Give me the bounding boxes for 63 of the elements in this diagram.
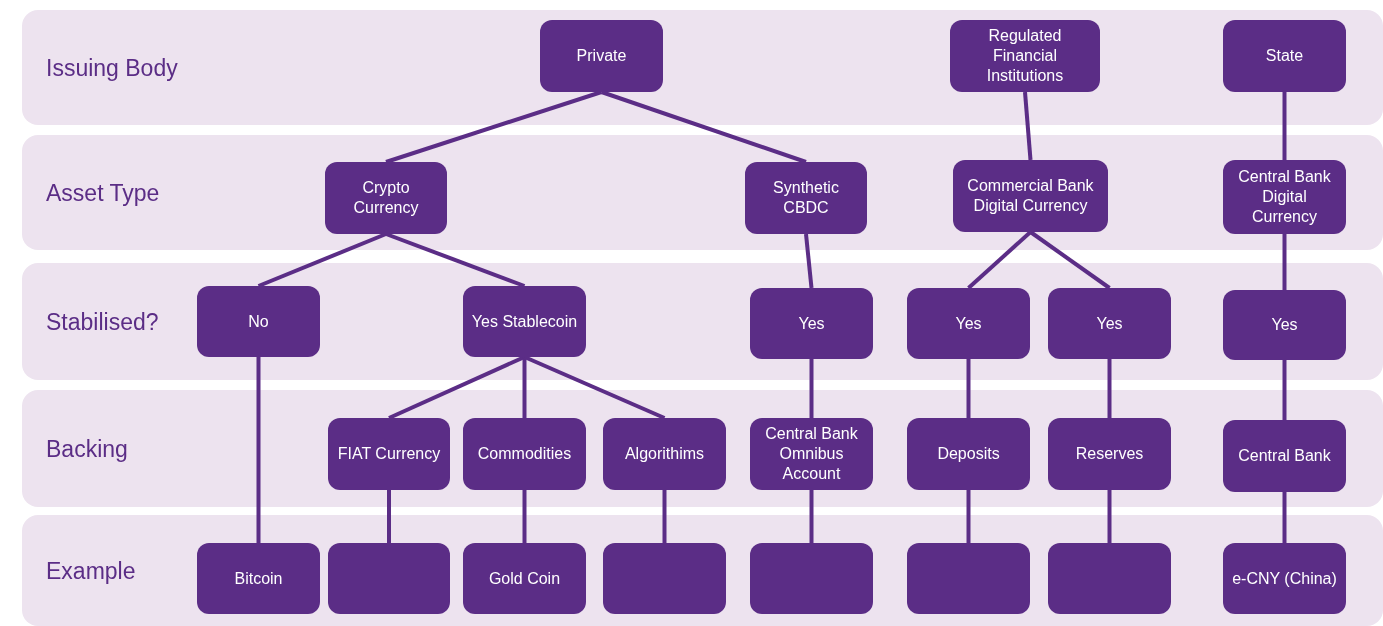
connector-line [966,490,971,543]
row-band [22,10,1383,125]
category-box: Commodities [463,418,586,490]
row-label: Example [46,556,136,586]
category-box: Commercial Bank Digital Currency [953,160,1108,232]
connector-line [966,359,971,418]
connector-line [1023,91,1033,161]
category-box [603,543,726,614]
connector-line [385,90,603,164]
category-box: Crypto Currency [325,162,447,234]
connector-line [809,359,814,418]
category-box: Reserves [1048,418,1171,490]
connector-line [1029,230,1111,290]
row-band [22,135,1383,250]
connector-line [522,490,527,543]
category-box: FIAT Currency [328,418,450,490]
connector-line [804,233,814,289]
connector-line [257,232,387,288]
row-band [22,390,1383,507]
row-label: Issuing Body [46,53,178,83]
category-box [328,543,450,614]
connector-line [523,355,666,420]
category-box: Bitcoin [197,543,320,614]
connector-line [1282,92,1287,160]
connector-line [1282,360,1287,420]
category-box: State [1223,20,1346,92]
category-box: Deposits [907,418,1030,490]
category-box: No [197,286,320,357]
category-box: Central Bank [1223,420,1346,492]
category-box: Algorithims [603,418,726,490]
category-box [750,543,873,614]
category-box: Yes [750,288,873,359]
connector-line [1282,492,1287,543]
category-box: Synthetic CBDC [745,162,867,234]
category-box: Central Bank Omnibus Account [750,418,873,490]
connector-line [1107,359,1112,418]
category-box: Yes [1223,290,1346,360]
category-box: Gold Coin [463,543,586,614]
category-box: Regulated Financial Institutions [950,20,1100,92]
connector-line [809,490,814,543]
category-box [907,543,1030,614]
connector-line [1282,234,1287,290]
connector-line [385,232,526,288]
row-label: Asset Type [46,178,160,208]
category-box: Yes Stablecoin [463,286,586,357]
connector-line [600,90,807,164]
connector-line [387,490,391,543]
row-label: Backing [46,434,128,464]
connector-line [967,230,1032,290]
connector-line [1107,490,1112,543]
row-band [22,263,1383,380]
category-box: e-CNY (China) [1223,543,1346,614]
connector-line [256,357,261,543]
category-box: Yes [907,288,1030,359]
category-box: Private [540,20,663,92]
connector-line [522,357,527,418]
connector-line [388,355,526,420]
category-box: Central Bank Digital Currency [1223,160,1346,234]
row-label: Stabilised? [46,307,159,337]
row-band [22,515,1383,626]
category-box [1048,543,1171,614]
connector-line [662,490,667,543]
category-box: Yes [1048,288,1171,359]
